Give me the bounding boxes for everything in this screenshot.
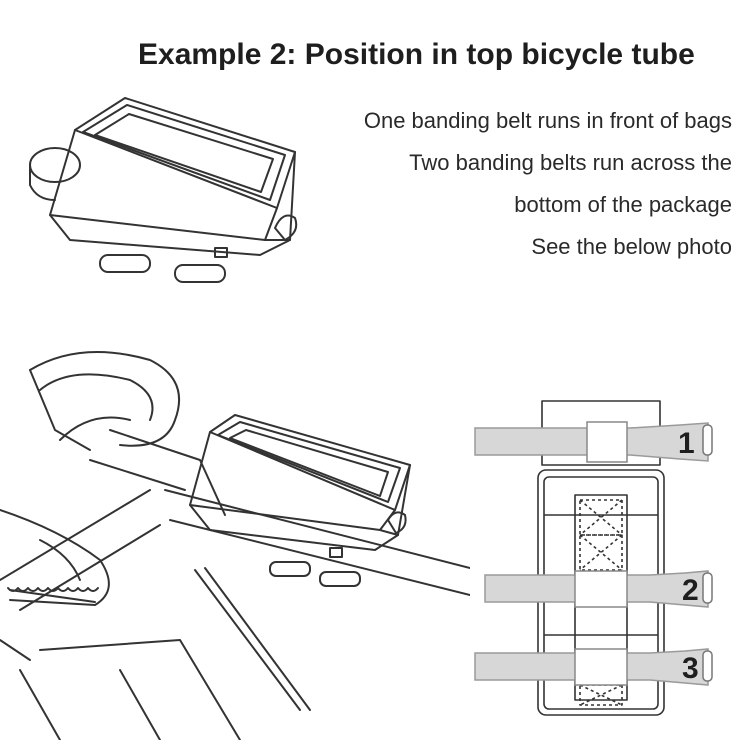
- description-line-4: See the below photo: [531, 234, 732, 259]
- description-line-2: Two banding belts run across the: [409, 150, 732, 175]
- description-line-3: bottom of the package: [514, 192, 732, 217]
- belt-3: 3: [474, 648, 713, 686]
- belt-2: 2: [484, 570, 713, 608]
- description-line-1: One banding belt runs in front of bags: [363, 108, 732, 133]
- belt-label-3: 3: [682, 652, 699, 685]
- belt-label-2: 2: [682, 574, 699, 607]
- belt-label-1: 1: [678, 427, 695, 460]
- strap-layout-diagram: 1 2 3: [474, 400, 713, 716]
- bicycle-with-bag-icon: [0, 351, 470, 740]
- belt-1: 1: [474, 421, 713, 463]
- top-tube-bag-icon: [29, 97, 298, 283]
- page-title: Example 2: Position in top bicycle tube: [138, 38, 695, 71]
